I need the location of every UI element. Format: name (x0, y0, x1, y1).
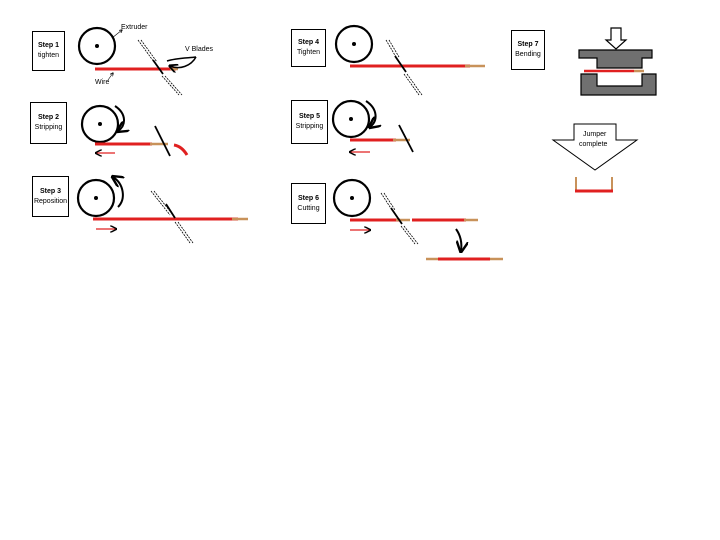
v-blade-lower (400, 225, 416, 245)
result-arrow (551, 123, 639, 171)
step-title: Step 2 (37, 114, 59, 121)
press-bottom-die (580, 73, 657, 96)
stripped-insulation (173, 143, 189, 156)
roller-axle (98, 122, 102, 126)
step-box-7: Step 7 Bending (511, 30, 545, 70)
step-title: Step 7 (517, 41, 539, 48)
v-blade (154, 125, 171, 157)
step-box-1: Step 1 tighten (32, 31, 65, 71)
v-blade-upper (380, 192, 393, 211)
extruder-label: Extruder (121, 24, 148, 31)
step-subtitle: Cutting (297, 204, 320, 212)
step-subtitle: Tighten (296, 49, 321, 56)
step5-group (331, 99, 414, 153)
step-subtitle: Reposition (33, 197, 68, 205)
jumper-complete-line2: complete (579, 141, 608, 148)
v-blade-upper (388, 39, 400, 58)
roller-axle (95, 44, 99, 48)
step-title: Step 5 (298, 113, 320, 120)
v-blade-lower (177, 221, 194, 244)
v-blade-lower (161, 75, 180, 96)
roller-axle (350, 196, 354, 200)
v-blade-upper (385, 39, 397, 58)
step-box-3: Step 3 Reposition (32, 176, 69, 217)
rotation-arrow (365, 100, 376, 127)
step-subtitle: Stripping (295, 123, 324, 130)
step-title: Step 6 (297, 194, 319, 202)
roller-axle (352, 42, 356, 46)
step-box-4: Step 4 Tighten (291, 29, 326, 67)
drop-arrow (455, 228, 461, 251)
extruder-roller (77, 26, 117, 66)
press-top-die (578, 49, 653, 69)
v-blade-solid (390, 207, 403, 225)
step-box-5: Step 5 Stripping (291, 100, 328, 144)
wire-pointer (107, 73, 113, 81)
step-title: Step 1 (37, 42, 59, 49)
step-subtitle: Stripping (34, 124, 63, 131)
step7-group (551, 27, 657, 193)
v-blade-lower (403, 225, 419, 245)
extruder-roller (76, 178, 116, 218)
step-subtitle: tighten (37, 52, 60, 59)
step-title: Step 4 (297, 39, 319, 46)
step-subtitle: Bending (515, 51, 541, 58)
v-blade (398, 124, 414, 153)
rotation-arrow (113, 177, 123, 208)
v-blade-solid (394, 55, 407, 73)
v-blade-upper (383, 192, 396, 211)
jumper-complete-line1: Jumper (583, 131, 607, 138)
v-blade-upper (137, 39, 155, 63)
step-title: Step 3 (39, 187, 61, 195)
step-box-6: Step 6 Cutting (291, 183, 326, 224)
v-blades-pointer (166, 56, 197, 62)
v-blade-lower (164, 75, 183, 96)
v-blade-lower (403, 73, 420, 96)
step1-group (77, 26, 197, 96)
roller-axle (349, 117, 353, 121)
step2-group (80, 104, 189, 157)
v-blades-label: V Blades (185, 46, 214, 53)
press-arrow (604, 27, 628, 50)
extruder-pointer (111, 30, 122, 39)
step6-group (332, 178, 503, 261)
extruder-roller (332, 178, 372, 218)
v-blade-lower (174, 221, 191, 244)
jumper-copper-legs (575, 177, 613, 191)
v-blades-pointer (170, 56, 197, 68)
roller-axle (94, 196, 98, 200)
v-blade-solid (165, 203, 176, 219)
wire-label: Wire (95, 79, 110, 86)
step3-group (76, 177, 248, 244)
rotation-arrow (115, 105, 124, 131)
v-blade-solid (152, 59, 164, 75)
step4-group (334, 24, 485, 96)
v-blade-upper (150, 190, 171, 216)
v-blade-lower (406, 73, 423, 96)
extruder-roller (334, 24, 374, 64)
v-blade-upper (140, 39, 158, 63)
step-box-2: Step 2 Stripping (30, 102, 67, 144)
